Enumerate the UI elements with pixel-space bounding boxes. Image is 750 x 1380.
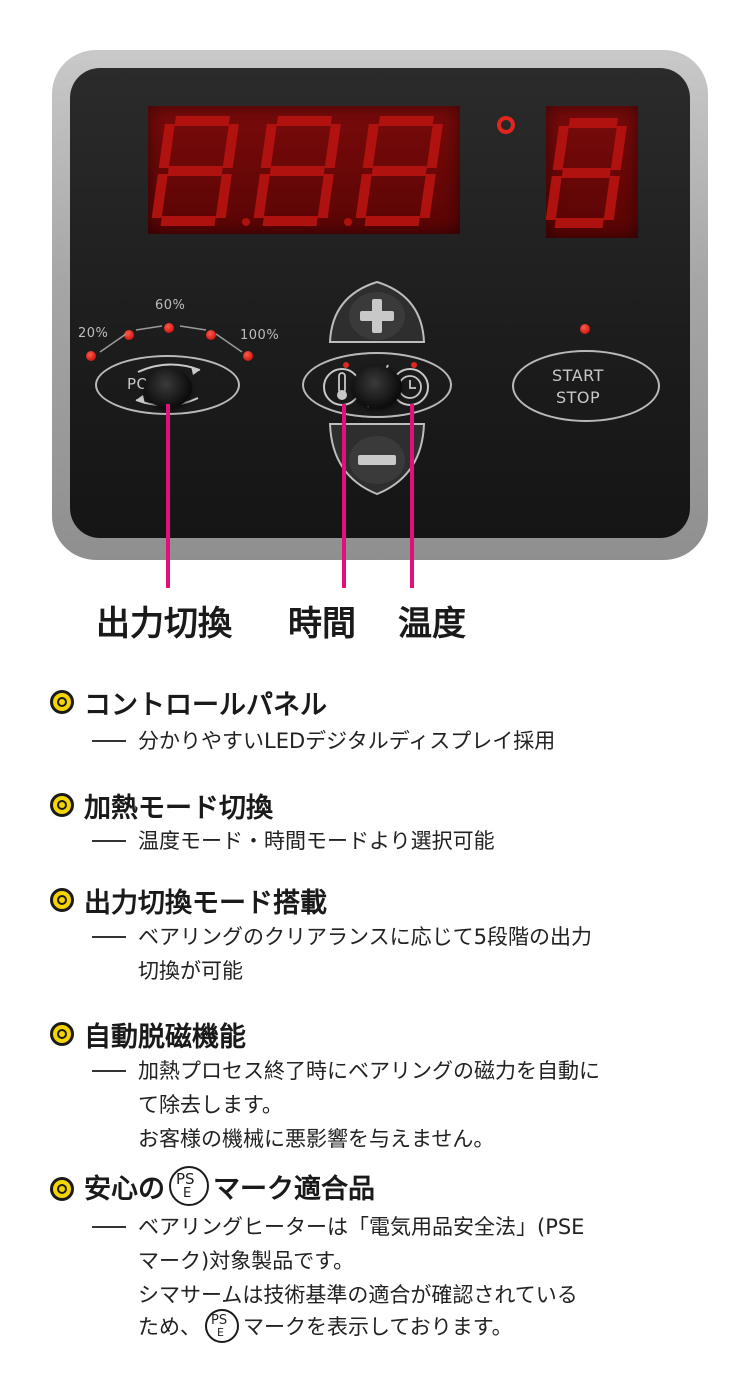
feature-bullet-icon: [50, 888, 74, 912]
pse-mark-icon: PS E: [169, 1166, 209, 1206]
feature-line: 分かりやすいLEDデジタルディスプレイ採用: [138, 729, 556, 753]
feature-dash: [92, 840, 126, 842]
pse-mark-icon: PS E: [205, 1309, 239, 1343]
start-stop-button[interactable]: START STOP: [512, 350, 660, 422]
plus-button[interactable]: [322, 276, 432, 346]
led-display-small: [546, 106, 638, 238]
feature-dash: [92, 740, 126, 742]
feature-title: 加熱モード切換: [84, 793, 273, 824]
feature-line: ベアリングヒーターは「電気用品安全法」(PSE: [138, 1215, 585, 1239]
seven-segment-digits: [151, 116, 443, 226]
callout-label-time: 時間: [288, 604, 356, 644]
feature-title: コントロールパネル: [84, 690, 327, 721]
stop-label: STOP: [556, 388, 601, 407]
feature-line: 加熱プロセス終了時にベアリングの磁力を自動に: [138, 1059, 600, 1083]
feature-bullet-icon: [50, 1022, 74, 1046]
power-level-dot-4: [206, 330, 216, 340]
power-level-dot-2: [124, 330, 134, 340]
mode-knob[interactable]: [352, 366, 402, 408]
feature-title-prefix: 安心の: [84, 1173, 165, 1205]
feature-title-pse: 安心の PS E マーク適合品: [84, 1166, 375, 1206]
power-knob[interactable]: [144, 368, 192, 408]
minus-icon: [358, 455, 396, 465]
feature-title: 出力切換モード搭載: [84, 888, 327, 919]
seven-segment-digit: [546, 118, 627, 228]
callout-line-temp: [410, 404, 414, 588]
feature-dash: [92, 1070, 126, 1072]
feature-dash: [92, 936, 126, 938]
degree-indicator-icon: [497, 116, 515, 134]
feature-dash: [92, 1226, 126, 1228]
feature-title: 自動脱磁機能: [84, 1022, 246, 1053]
feature-line: お客様の機械に悪影響を与えません。: [138, 1127, 495, 1151]
power-level-dot-5: [243, 351, 253, 361]
power-level-dot-3: [164, 323, 174, 333]
start-label: START: [552, 366, 604, 385]
feature-line-pse: ため、 PS E マークを表示しております。: [138, 1309, 513, 1343]
feature-line: て除去します。: [138, 1093, 283, 1117]
power-level-dot-1: [86, 351, 96, 361]
minus-button[interactable]: [322, 420, 432, 500]
feature-line-suffix: マークを表示しております。: [243, 1315, 513, 1339]
callout-line-time: [342, 404, 346, 588]
feature-title-suffix: マーク適合品: [213, 1173, 375, 1205]
callout-line-power: [166, 404, 170, 588]
feature-bullet-icon: [50, 793, 74, 817]
power-level-dashes: [99, 325, 243, 353]
feature-line: 切換が可能: [138, 959, 243, 983]
feature-line: 温度モード・時間モードより選択可能: [138, 829, 495, 853]
level-label-20: 20%: [78, 326, 109, 341]
feature-bullet-icon: [50, 1177, 74, 1201]
callout-label-power: 出力切換: [96, 604, 232, 644]
feature-line: ベアリングのクリアランスに応じて5段階の出力: [138, 925, 592, 949]
pse-mark-bottom: E: [183, 1186, 192, 1201]
pse-mark-bottom: E: [217, 1326, 224, 1339]
pse-mark-top: PS: [176, 1170, 195, 1188]
feature-line: マーク)対象製品です。: [138, 1249, 355, 1273]
mode-select-button[interactable]: [302, 352, 452, 418]
feature-bullet-icon: [50, 690, 74, 714]
callout-label-temp: 温度: [398, 604, 466, 644]
start-indicator-dot: [580, 324, 590, 334]
feature-line: シマサームは技術基準の適合が確認されている: [138, 1283, 578, 1307]
feature-line-prefix: ため、: [138, 1315, 201, 1339]
level-label-60: 60%: [155, 298, 186, 313]
led-display-main: [148, 106, 460, 234]
pse-mark-top: PS: [211, 1313, 228, 1328]
level-label-100: 100%: [240, 328, 280, 343]
